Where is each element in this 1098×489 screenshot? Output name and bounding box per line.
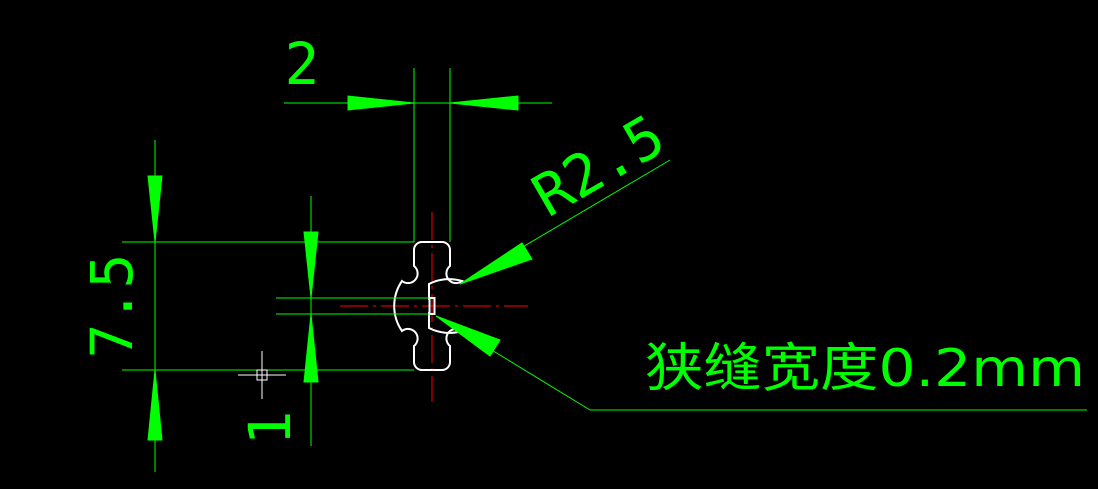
dimension-radius[interactable]	[459, 159, 671, 285]
dimension-left-height-label: 7.5	[78, 254, 146, 359]
arrow-top-head	[147, 175, 163, 243]
arrow-top-head	[303, 231, 319, 299]
arrow-bottom-head	[147, 369, 163, 441]
dimension-left-height[interactable]	[122, 140, 414, 472]
dimension-radius-label: R2.5	[521, 101, 676, 230]
slit[interactable]	[428, 297, 436, 315]
dimension-top-width-label: 2	[285, 30, 320, 98]
radius-arrow-head	[459, 242, 533, 285]
dimension-top-width[interactable]	[284, 68, 552, 242]
part-outline[interactable]	[393, 241, 465, 371]
arrow-right-head	[449, 95, 519, 111]
dimension-small-height[interactable]	[276, 196, 429, 446]
crosshair-cursor-icon	[238, 351, 286, 399]
arrow-bottom-head	[303, 313, 319, 383]
slot-profile[interactable]	[393, 241, 465, 371]
slit-note-leader[interactable]	[435, 315, 1087, 411]
slit-width-note: 狭缝宽度0.2mm	[645, 339, 1085, 399]
arrow-left-head	[347, 95, 415, 111]
dimension-small-height-label: 1	[236, 411, 304, 446]
leader-arrow-head	[435, 315, 501, 357]
